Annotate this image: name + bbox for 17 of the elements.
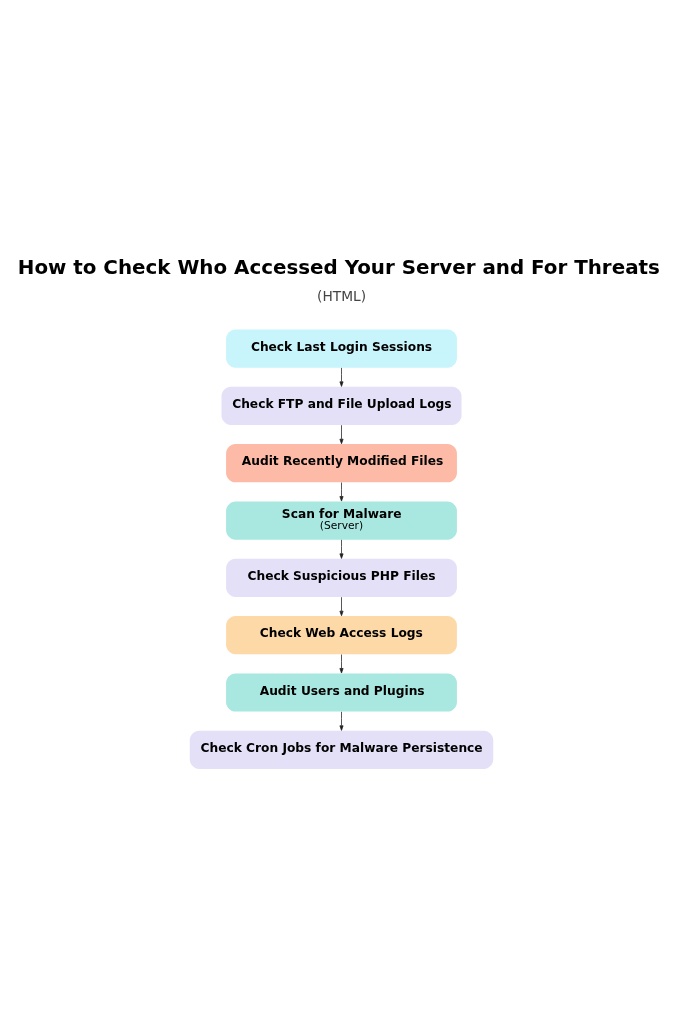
node-box: Check Suspicious PHP Files — [226, 558, 457, 597]
label: (HTML) — [317, 287, 367, 304]
arrow — [339, 653, 344, 673]
node-box: Check FTP and File Upload Logs — [221, 386, 462, 425]
diagram-title: How to Check Who Accessed Your Server and For Threats — [17, 255, 660, 279]
arrow — [339, 539, 344, 559]
node-box: Audit Users and Plugins — [226, 672, 457, 712]
node-box: Check Web Access Logs — [226, 615, 457, 654]
arrow — [339, 367, 344, 387]
arrow — [339, 481, 344, 501]
node-box: Check Last Login Sessions — [226, 328, 457, 368]
node-box: Scan for Malware (Server) — [226, 500, 457, 540]
arrow — [339, 710, 344, 731]
arrow — [339, 424, 344, 444]
arrow — [339, 596, 344, 616]
node-box: Audit Recently Modified Files — [226, 443, 457, 482]
node-box: Check Cron Jobs for Malware Persistence — [189, 730, 494, 769]
